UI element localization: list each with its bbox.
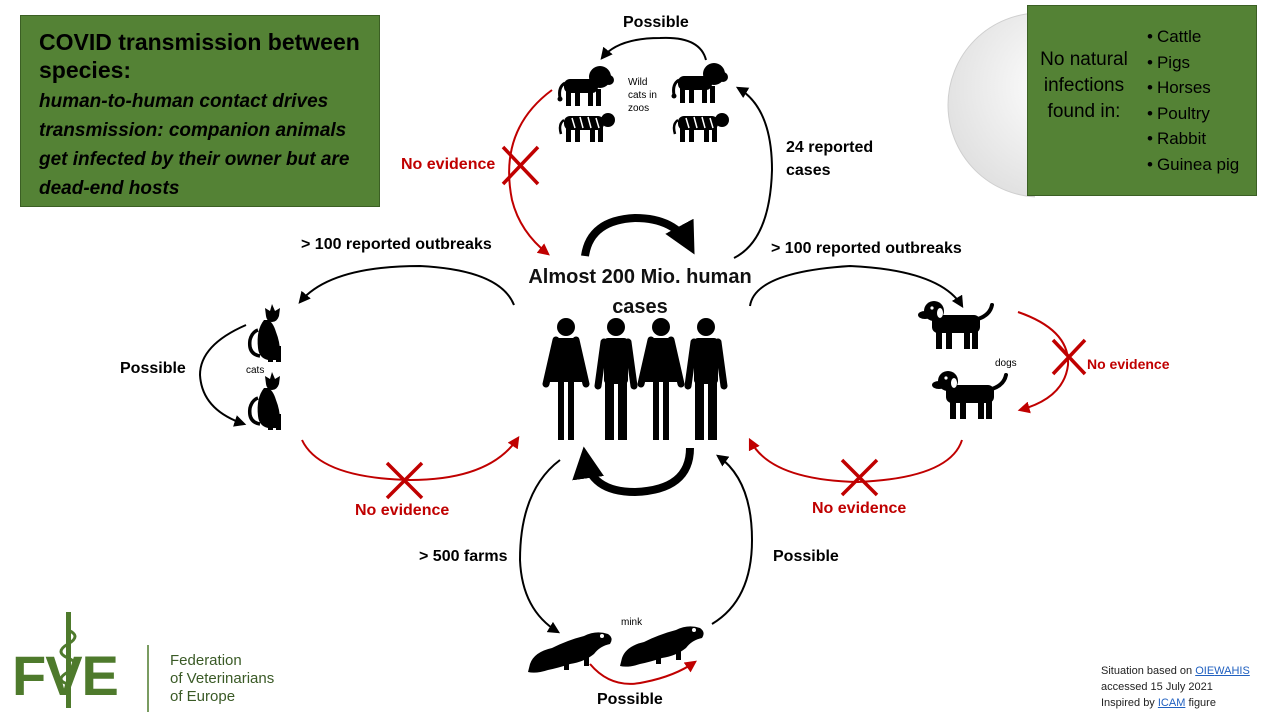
lion-icon (670, 61, 730, 105)
no-evidence-cross-icon (1051, 338, 1087, 376)
dogs-caption: dogs (995, 358, 1017, 369)
humans-to-wild-cats-arrow (733, 86, 774, 259)
cat-icon (247, 370, 283, 432)
mink-to-humans-arrow (711, 454, 754, 625)
oie-link[interactable]: OIE (1195, 665, 1215, 677)
cats-outbreaks-label: > 100 reported outbreaks (301, 236, 492, 253)
credit-accessed-date: accessed 15 July 2021 (1101, 681, 1213, 693)
no-infections-label: No natural infections found in: (1040, 49, 1128, 122)
no-infections-list: Cattle Pigs Horses Poultry Rabbit Guinea… (1147, 24, 1239, 178)
credit-prefix: Situation based on (1101, 665, 1193, 677)
wild-cats-between-label: Possible (623, 14, 689, 31)
cats-no-evidence-label: No evidence (355, 502, 450, 519)
dogs-no-evidence-label: No evidence (812, 500, 907, 517)
human-man-icon (598, 318, 634, 440)
cats-between-label: Possible (120, 360, 186, 377)
diagram-title: COVID transmission between species: (39, 29, 360, 83)
source-credit: Situation based on OIEWAHIS accessed 15 … (1101, 663, 1250, 711)
human-woman-icon (641, 318, 681, 440)
mink-icon (620, 626, 704, 667)
no-evidence-cross-icon (501, 145, 540, 186)
mink-to-humans-label: Possible (773, 548, 839, 565)
dogs-outbreaks-label: > 100 reported outbreaks (771, 240, 962, 257)
dogs-between-no-evidence-label: No evidence (1087, 356, 1170, 372)
fve-logo-name: Federation of Veterinarians of Europe (170, 652, 274, 706)
credit-inspired-suffix: figure (1188, 697, 1216, 709)
list-item: Pigs (1147, 50, 1239, 76)
cat-icon (247, 302, 283, 364)
fve-name-line: Federation (170, 652, 242, 669)
mink-between-arrow (589, 660, 697, 685)
dog-icon (930, 369, 1008, 421)
no-evidence-cross-icon (385, 461, 424, 500)
list-item: Cattle (1147, 24, 1239, 50)
wild-cats-reported-label: 24 reported cases (786, 139, 874, 179)
dog-icon (916, 299, 994, 351)
no-evidence-cross-icon (840, 458, 879, 497)
wahis-link[interactable]: WAHIS (1214, 665, 1250, 677)
human-woman-icon (546, 318, 586, 440)
list-item: Guinea pig (1147, 152, 1239, 178)
icam-link[interactable]: ICAM (1157, 697, 1186, 709)
fve-name-line: of Veterinarians (170, 670, 275, 687)
wild-cats-no-evidence-label: No evidence (401, 156, 496, 173)
fve-logo-acronym: FVE (12, 644, 119, 707)
fve-name-line: of Europe (170, 688, 236, 705)
credit-inspired-prefix: Inspired by (1101, 697, 1155, 709)
tiger-icon (558, 111, 617, 144)
list-item: Horses (1147, 75, 1239, 101)
tiger-icon (672, 111, 731, 144)
humans-to-mink-arrow (518, 459, 561, 634)
list-item: Rabbit (1147, 126, 1239, 152)
human-to-human-arrow-top (581, 213, 695, 257)
diagram-subtitle: human-to-human contact drives transmissi… (39, 91, 350, 199)
title-box: COVID transmission between species: huma… (20, 15, 380, 207)
mink-caption: mink (621, 617, 643, 628)
wild-cats-caption: Wild cats in zoos (628, 77, 657, 114)
mink-between-label: Possible (597, 691, 663, 708)
list-item: Poultry (1147, 101, 1239, 127)
dogs-between-arrow (1017, 311, 1070, 414)
mink-icon (528, 632, 612, 673)
wild-cats-to-humans-arrow (508, 89, 553, 256)
wild-cats-between-arrow (600, 36, 707, 61)
cats-between-arrow (198, 324, 247, 427)
humans-to-dogs-arrow (749, 264, 964, 309)
human-cases-label: Almost 200 Mio. human cases (528, 266, 752, 318)
lion-icon (556, 64, 616, 108)
mink-farms-label: > 500 farms (419, 548, 508, 565)
human-man-icon (688, 318, 724, 440)
cats-to-humans-arrow (301, 436, 520, 482)
human-to-human-arrow-bottom (572, 446, 694, 497)
cats-caption: cats (246, 365, 265, 376)
decorative-circle (947, 12, 1035, 198)
fve-logo-icon (59, 612, 149, 712)
humans-to-cats-arrow (298, 264, 515, 306)
dogs-to-humans-arrow (748, 437, 963, 484)
